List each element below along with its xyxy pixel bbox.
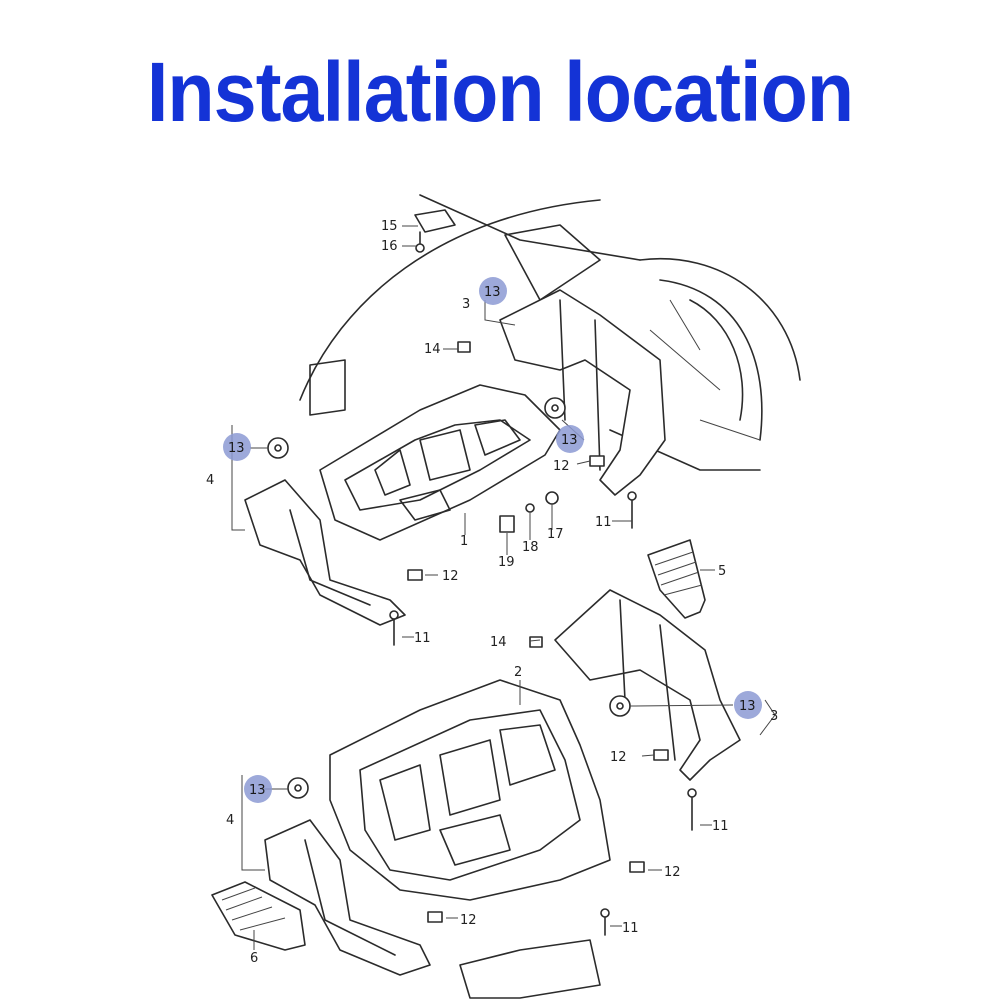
side-cover-lower-left [264, 819, 431, 976]
side-cover-upper-left [244, 479, 406, 626]
callout-14: 14 [490, 635, 507, 650]
callout-11: 11 [414, 631, 431, 646]
callout-14: 14 [424, 342, 441, 357]
fasteners [267, 341, 697, 936]
callout-4: 4 [206, 473, 214, 488]
callout-12: 12 [553, 459, 570, 474]
callout-13: 13 [484, 285, 501, 300]
callout-6: 6 [250, 951, 258, 966]
highlight-13-a [479, 277, 507, 305]
callout-12: 12 [442, 569, 459, 584]
callout-11: 11 [622, 921, 639, 936]
engine-shield-lower [329, 679, 611, 901]
callout-17: 17 [547, 527, 564, 542]
callout-12: 12 [460, 913, 477, 928]
side-cover-lower-right [554, 589, 741, 781]
callout-11: 11 [595, 515, 612, 530]
vehicle-body-outline [299, 194, 801, 471]
callout-18: 18 [522, 540, 539, 555]
callout-2: 2 [514, 665, 522, 680]
callout-15: 15 [381, 219, 398, 234]
highlight-markers [223, 277, 762, 803]
callout-13: 13 [739, 699, 756, 714]
skid-strip [459, 939, 601, 999]
callout-13: 13 [228, 441, 245, 456]
engine-shield-upper [319, 384, 561, 541]
air-duct-lower [211, 881, 306, 951]
callout-13: 13 [249, 783, 266, 798]
callout-3: 3 [770, 709, 778, 724]
callout-11: 11 [712, 819, 729, 834]
side-cover-upper-right [499, 289, 666, 496]
callout-4: 4 [226, 813, 234, 828]
callout-19: 19 [498, 555, 515, 570]
highlight-13-b [223, 433, 251, 461]
callout-13: 13 [561, 433, 578, 448]
page-title: Installation location [146, 45, 854, 139]
callout-numbers: 15 16 3 14 4 12 11 1 19 18 17 12 5 11 14… [206, 219, 778, 966]
highlight-13-e [244, 775, 272, 803]
upper-bracket [414, 209, 456, 253]
callout-16: 16 [381, 239, 398, 254]
air-duct [647, 539, 706, 619]
callout-5: 5 [718, 564, 726, 579]
callout-12: 12 [664, 865, 681, 880]
highlight-13-d [734, 691, 762, 719]
callout-1: 1 [460, 534, 468, 549]
callout-12: 12 [610, 750, 627, 765]
highlight-13-c [556, 425, 584, 453]
callout-3: 3 [462, 297, 470, 312]
